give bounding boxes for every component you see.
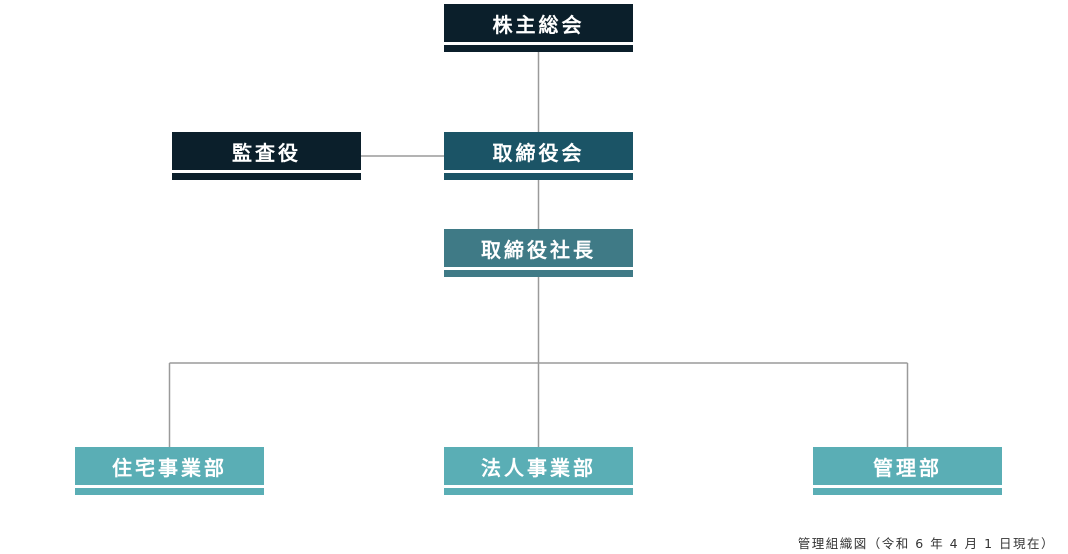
node-board-of-directors: 取締役会 (444, 132, 633, 180)
node-president: 取締役社長 (444, 229, 633, 277)
node-administration-division: 管理部 (813, 447, 1002, 495)
node-corporate-division: 法人事業部 (444, 447, 633, 495)
node-shareholders-meeting: 株主総会 (444, 4, 633, 52)
diagram-caption: 管理組織図（令和 6 年 4 月 1 日現在） (797, 536, 1055, 551)
node-auditor: 監査役 (172, 132, 361, 180)
node-housing-division: 住宅事業部 (75, 447, 264, 495)
